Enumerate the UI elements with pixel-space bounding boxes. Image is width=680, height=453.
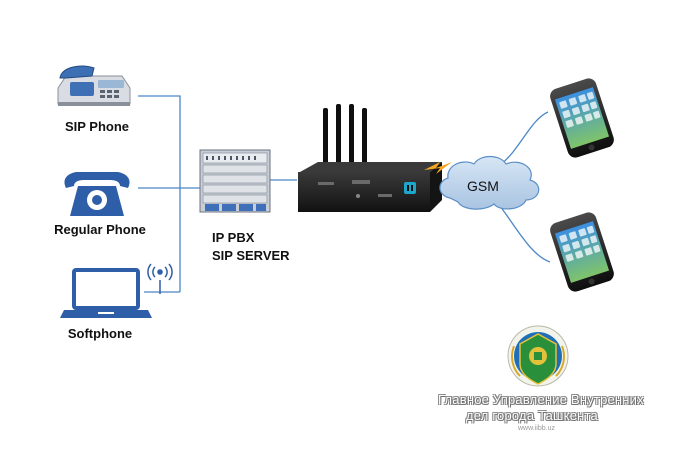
ip-pbx-server-icon <box>199 149 271 213</box>
softphone-icon <box>60 268 152 318</box>
gsm-cloud-icon <box>439 155 540 210</box>
gsm-gateway-icon <box>298 104 442 212</box>
wifi-icon <box>147 263 173 294</box>
mobile-phone-top-icon <box>550 78 614 158</box>
regular-phone-icon <box>64 172 130 216</box>
line-sip-phone <box>138 95 181 292</box>
watermark-url: www.iibb.uz <box>518 425 555 432</box>
sip-server-label: SIP SERVER <box>212 248 290 263</box>
emblem-logo <box>507 325 569 387</box>
watermark-line-2: дел города Ташкента <box>466 408 598 423</box>
softphone-label: Softphone <box>67 326 133 341</box>
line-cloud-phone-bottom <box>496 201 551 263</box>
mobile-phone-bottom-icon <box>550 212 614 292</box>
wireless-signal-icon <box>424 162 452 174</box>
line-cloud-phone-top <box>499 111 549 166</box>
ip-pbx-label: IP PBX <box>212 230 255 245</box>
watermark-line-1: Главное Управление Внутренних <box>438 392 644 407</box>
regular-phone-label: Regular Phone <box>54 222 146 237</box>
sip-phone-icon <box>57 65 131 106</box>
sip-phone-label: SIP Phone <box>64 119 130 134</box>
gsm-cloud-label: GSM <box>467 178 499 194</box>
